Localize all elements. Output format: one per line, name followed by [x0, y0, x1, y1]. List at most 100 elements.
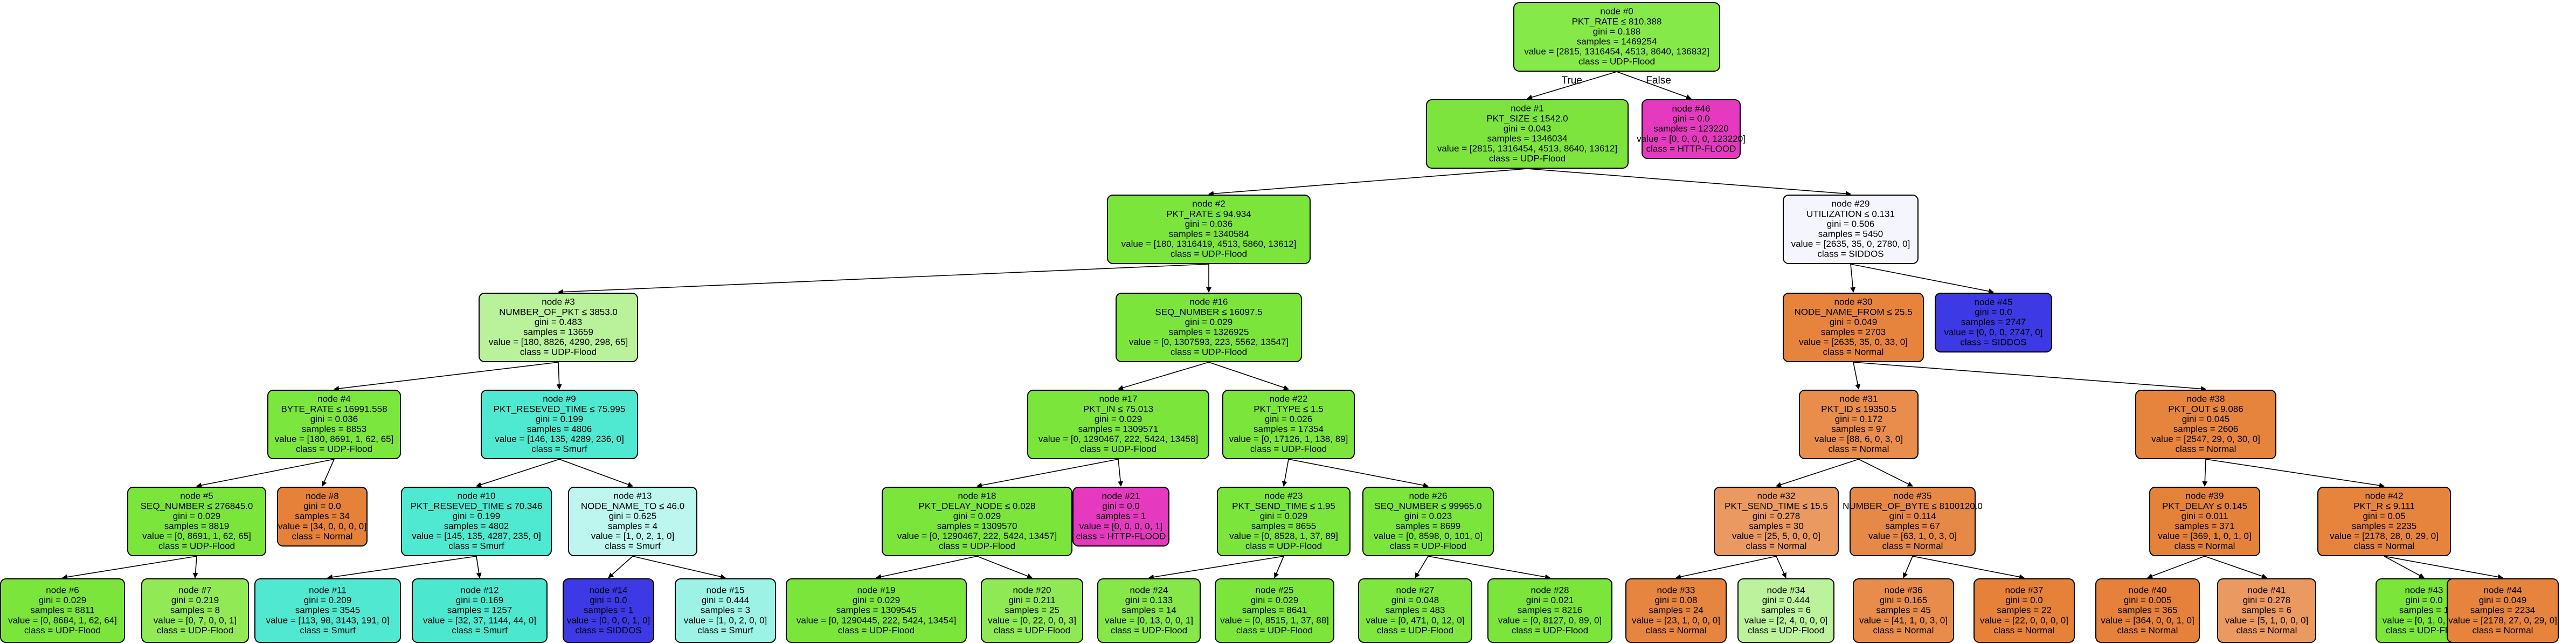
edge-35-36 [1902, 556, 1913, 578]
node-line: node #23 [1265, 491, 1303, 501]
node-line: samples = 1309570 [937, 521, 1017, 531]
node-line: value = [180, 1316419, 4513, 5860, 13612… [1121, 239, 1297, 249]
node-box [1107, 195, 1311, 264]
node-box [1783, 293, 1924, 362]
node-box [1973, 578, 2075, 643]
node-line: class = UDP-Flood [994, 625, 1070, 635]
edge-32-33 [1675, 556, 1777, 579]
node-line: samples = 1469254 [1577, 37, 1657, 47]
node-line: value = [0, 8528, 1, 37, 89] [1229, 531, 1338, 541]
node-line: NODE_NAME_TO ≤ 46.0 [581, 501, 684, 511]
node-box [2135, 390, 2276, 459]
node-line: node #9 [543, 394, 576, 404]
edge-9-10 [476, 459, 560, 487]
node-line: value = [0, 8127, 0, 89, 0] [1498, 615, 1602, 625]
edge-16-22 [1208, 362, 1289, 390]
node-line: value = [0, 17126, 1, 138, 89] [1229, 434, 1348, 444]
node-line: node #7 [178, 585, 211, 596]
edge-42-44 [2384, 556, 2503, 580]
node-line: gini = 0.0 [2005, 595, 2042, 605]
node-line: value = [32, 37, 1144, 44, 0] [423, 615, 536, 625]
node-line: node #6 [46, 585, 79, 596]
node-line: value = [41, 1, 0, 3, 0] [1859, 615, 1948, 625]
edge-13-15 [632, 556, 726, 579]
node-line: gini = 0.011 [2181, 511, 2228, 521]
node-line: value = [0, 1290467, 222, 5424, 13458] [1038, 434, 1198, 444]
node-box [1642, 99, 1741, 159]
node-line: samples = 2234 [2470, 605, 2536, 616]
node-line: class = UDP-Flood [1080, 444, 1157, 454]
node-line: node #34 [1767, 585, 1805, 596]
node-line: samples = 22 [1997, 605, 2052, 616]
node-line: gini = 0.029 [853, 595, 900, 605]
node-box [882, 487, 1072, 556]
node-box [2149, 487, 2260, 556]
edge-10-12 [476, 556, 482, 578]
node-line: samples = 2235 [2352, 521, 2417, 531]
node-line: value = [2635, 35, 0, 33, 0] [1799, 337, 1908, 347]
node-line: class = UDP-Flood [520, 347, 597, 357]
node-line: gini = 0.029 [173, 511, 220, 521]
node-box [401, 487, 552, 556]
node-line: class = SIDDOS [1817, 249, 1883, 259]
node-line: value = [0, 0, 0, 2747, 0] [1944, 327, 2043, 337]
node-box [675, 578, 776, 643]
node-line: class = Normal [1994, 625, 2055, 635]
node-line: gini = 0.0 [1975, 307, 2012, 317]
node-line: gini = 0.048 [1391, 595, 1439, 605]
node-line: node #2 [1192, 199, 1225, 209]
node-line: gini = 0.029 [953, 511, 1001, 521]
node-box [412, 578, 548, 643]
edge-10-11 [327, 556, 477, 580]
node-line: PKT_SIZE ≤ 1542.0 [1486, 113, 1568, 123]
node-line: node #46 [1672, 103, 1711, 114]
node-line: samples = 371 [2175, 521, 2234, 531]
node-box [1426, 99, 1629, 169]
node-line: BYTE_RATE ≤ 16991.558 [281, 404, 387, 414]
edge-42-43 [2384, 556, 2425, 578]
edge-0-46 [1616, 71, 1692, 100]
node-line: gini = 0.021 [1526, 595, 1574, 605]
node-line: class = UDP-Flood [1250, 444, 1327, 454]
node-line: gini = 0.05 [2363, 511, 2406, 521]
node-line: value = [1, 0, 2, 1, 0] [591, 531, 675, 541]
node-line: samples = 45 [1876, 605, 1931, 616]
node-line: value = [146, 135, 4289, 236, 0] [495, 434, 624, 444]
node-line: value = [0, 1290445, 222, 5424, 13454] [797, 615, 956, 625]
node-line: samples = 4 [608, 521, 657, 531]
node-line: samples = 8853 [302, 424, 367, 434]
node-line: class = HTTP-FLOOD [1076, 531, 1166, 541]
node-line: class = Normal [1823, 347, 1884, 357]
node-box [1625, 578, 1727, 643]
node-line: class = UDP-Flood [1111, 625, 1187, 635]
node-line: gini = 0.029 [1251, 595, 1298, 605]
node-line: gini = 0.026 [1265, 414, 1312, 424]
node-line: node #13 [614, 491, 652, 501]
node-line: PKT_RESEVED_TIME ≤ 75.995 [494, 404, 626, 414]
node-line: gini = 0.444 [1762, 595, 1810, 605]
node-line: node #26 [1409, 491, 1448, 501]
node-line: gini = 0.036 [1185, 219, 1232, 229]
node-line: samples = 1346034 [1487, 134, 1568, 144]
node-line: class = Smurf [300, 625, 356, 635]
node-box [141, 578, 249, 643]
node-line: class = Normal [1882, 541, 1943, 551]
node-line: gini = 0.0 [1102, 501, 1139, 511]
node-line: value = [364, 0, 0, 1, 0] [2101, 615, 2194, 625]
node-line: node #42 [2365, 491, 2404, 501]
edge-18-20 [977, 556, 1033, 579]
node-line: value = [369, 1, 0, 1, 0] [2158, 531, 2251, 541]
node-line: node #16 [1190, 297, 1228, 307]
